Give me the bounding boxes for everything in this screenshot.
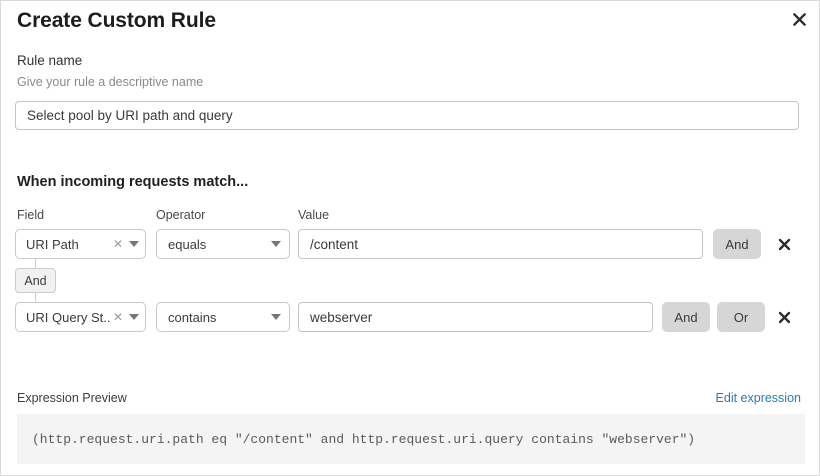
- connector-line-bottom: [35, 292, 36, 302]
- value-input-1[interactable]: [298, 302, 653, 332]
- column-header-value: Value: [298, 208, 330, 222]
- connector-and-badge[interactable]: And: [15, 268, 56, 293]
- column-header-operator: Operator: [156, 208, 206, 222]
- operator-select-value-1: contains: [168, 309, 217, 325]
- rule-name-input[interactable]: [15, 101, 799, 130]
- chevron-down-icon[interactable]: [271, 241, 281, 247]
- field-select-value-1: URI Query St...: [26, 309, 111, 325]
- clear-x-icon[interactable]: ✕: [112, 237, 123, 251]
- operator-select-1[interactable]: contains: [156, 302, 290, 332]
- operator-select-0[interactable]: equals: [156, 229, 290, 259]
- chevron-down-icon[interactable]: [129, 314, 139, 320]
- row-or-button-1[interactable]: Or: [717, 302, 765, 332]
- edit-expression-link[interactable]: Edit expression: [715, 391, 801, 405]
- chevron-down-icon[interactable]: [129, 241, 139, 247]
- row-and-button-0[interactable]: And: [713, 229, 761, 259]
- close-icon[interactable]: [788, 8, 810, 30]
- chevron-down-icon[interactable]: [271, 314, 281, 320]
- delete-condition-icon-0[interactable]: [773, 229, 795, 259]
- condition-row: URI Path ✕ equals And: [1, 229, 819, 259]
- field-select-1[interactable]: URI Query St... ✕: [15, 302, 146, 332]
- page-title: Create Custom Rule: [17, 9, 216, 32]
- condition-row: URI Query St... ✕ contains And Or: [1, 302, 819, 332]
- row-and-button-1[interactable]: And: [662, 302, 710, 332]
- field-select-value-0: URI Path: [26, 236, 79, 252]
- expression-preview-code: (http.request.uri.path eq "/content" and…: [17, 414, 805, 464]
- value-input-0[interactable]: [298, 229, 703, 259]
- rule-name-help-text: Give your rule a descriptive name: [17, 75, 204, 89]
- column-header-field: Field: [17, 208, 45, 222]
- conditions-heading: When incoming requests match...: [17, 174, 249, 190]
- field-select-0[interactable]: URI Path ✕: [15, 229, 146, 259]
- expression-preview-label: Expression Preview: [17, 391, 127, 405]
- operator-select-value-0: equals: [168, 236, 207, 252]
- rule-name-label: Rule name: [17, 53, 83, 68]
- delete-condition-icon-1[interactable]: [773, 302, 795, 332]
- clear-x-icon[interactable]: ✕: [112, 310, 123, 324]
- connector-line-top: [35, 259, 36, 269]
